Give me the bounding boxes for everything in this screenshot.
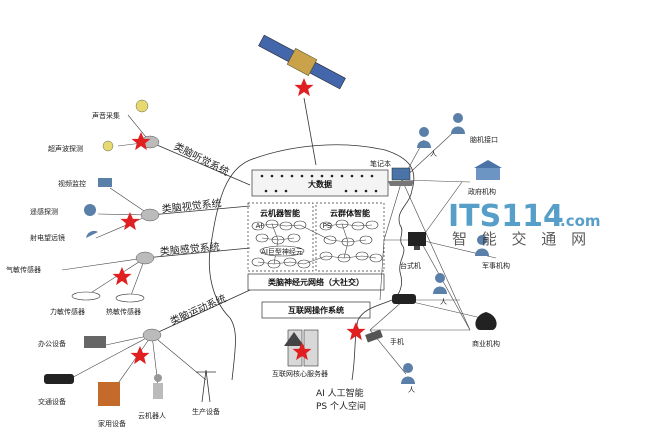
laptop-icon xyxy=(388,167,414,186)
motor-device-3: 云机器人 xyxy=(138,411,166,420)
right-side: 人 脑机接口 笔记本 政府机构 台式机 军事机构 人 商业机构 xyxy=(346,113,510,394)
visual-device-0: 视频监控 xyxy=(58,179,86,188)
money-bag-icon xyxy=(475,312,497,330)
node-links xyxy=(257,223,377,265)
watermark: ITS114 .com 智 能 交 通 网 xyxy=(448,199,601,248)
motor-device-2: 家用设备 xyxy=(98,419,126,428)
ultrasonic-icon xyxy=(102,140,114,152)
motor-device-1: 交通设备 xyxy=(38,397,66,406)
oil-pump-icon xyxy=(196,369,216,403)
person-label-mid: 人 xyxy=(440,298,447,306)
sensory-system-label: 类脑感觉系统 xyxy=(159,240,220,258)
camera-icon xyxy=(98,178,112,187)
telescope-icon xyxy=(86,230,98,238)
military-label: 军事机构 xyxy=(482,261,510,270)
force-sensor-icon xyxy=(71,291,101,301)
ai-kernel-label: AI巨型神经元 xyxy=(261,247,303,256)
motor-device-0: 办公设备 xyxy=(38,339,66,348)
vr-glasses-icon xyxy=(392,294,416,304)
sensory-device-2: 热敏传感器 xyxy=(106,307,141,316)
core-server-icon xyxy=(284,329,319,367)
microphone-icon xyxy=(135,99,149,113)
desktop-label: 台式机 xyxy=(400,261,421,270)
neural-net-label: 类脑神经元网络（大社交） xyxy=(268,277,364,287)
legend-ps: PS 个人空间 xyxy=(316,400,366,412)
motor-device-4: 生产设备 xyxy=(192,407,220,416)
watermark-sub: 智 能 交 通 网 xyxy=(452,230,591,248)
ai-node-cluster xyxy=(251,219,311,269)
auditory-device-1: 超声波探测 xyxy=(48,144,83,153)
person-label-top: 人 xyxy=(430,150,437,158)
remote-sensing-icon xyxy=(84,204,96,216)
auditory-device-0: 声音采集 xyxy=(92,111,120,120)
auditory-system: 类脑听觉系统 声音采集 超声波探测 xyxy=(48,99,251,186)
bci-label: 脑机接口 xyxy=(470,135,498,144)
cloud-swarm-label: 云群体智能 xyxy=(330,208,370,218)
cloud-boxes: 云机器智能 云群体智能 AI PS AI巨型神经元 xyxy=(247,202,385,272)
legend-ai: AI 人工智能 xyxy=(316,387,364,399)
visual-device-1: 遥感探测 xyxy=(30,207,58,216)
printer-icon xyxy=(84,336,106,348)
watermark-main: ITS114 xyxy=(448,199,564,234)
desktop-icon xyxy=(408,232,426,250)
watermark-suffix: .com xyxy=(560,212,601,230)
laptop-label: 笔记本 xyxy=(370,159,391,168)
ai-node-label: AI xyxy=(256,222,263,230)
person-icon-bottom xyxy=(401,363,415,384)
sensory-device-1: 力敏传感器 xyxy=(50,307,85,316)
visual-system: 类脑视觉系统 视频监控 遥感探测 射电望远镜 xyxy=(30,178,251,242)
phone-label: 手机 xyxy=(390,337,404,346)
sensory-device-0: 气敏传感器 xyxy=(6,265,41,274)
satellite-icon xyxy=(258,34,346,166)
car-icon xyxy=(44,374,74,384)
visual-system-label: 类脑视觉系统 xyxy=(161,196,222,215)
person-icon-mid xyxy=(433,273,447,294)
phone-icon xyxy=(365,329,383,343)
head-outline xyxy=(208,144,415,381)
bci-person-icon xyxy=(451,113,465,134)
auditory-system-label: 类脑听觉系统 xyxy=(172,139,231,178)
thermal-sensor-icon xyxy=(115,293,145,303)
big-data-band: 大数据 xyxy=(251,169,389,197)
person-icon-top xyxy=(417,127,431,148)
appliance-icon xyxy=(98,382,120,406)
motor-system-label: 类脑运动系统 xyxy=(168,292,228,328)
government-icon xyxy=(474,160,502,180)
robot-icon xyxy=(153,374,163,399)
visual-device-2: 射电望远镜 xyxy=(30,233,65,242)
os-label: 互联网操作系统 xyxy=(288,305,344,315)
big-data-dots xyxy=(260,174,378,193)
ps-node-label: PS xyxy=(323,222,332,230)
big-data-label: 大数据 xyxy=(308,179,332,189)
cloud-machine-label: 云机器智能 xyxy=(260,208,300,218)
person-label-bottom: 人 xyxy=(408,386,415,394)
business-label: 商业机构 xyxy=(472,339,500,348)
core-server-label: 互联网核心服务器 xyxy=(272,369,328,378)
gov-label: 政府机构 xyxy=(468,187,496,196)
